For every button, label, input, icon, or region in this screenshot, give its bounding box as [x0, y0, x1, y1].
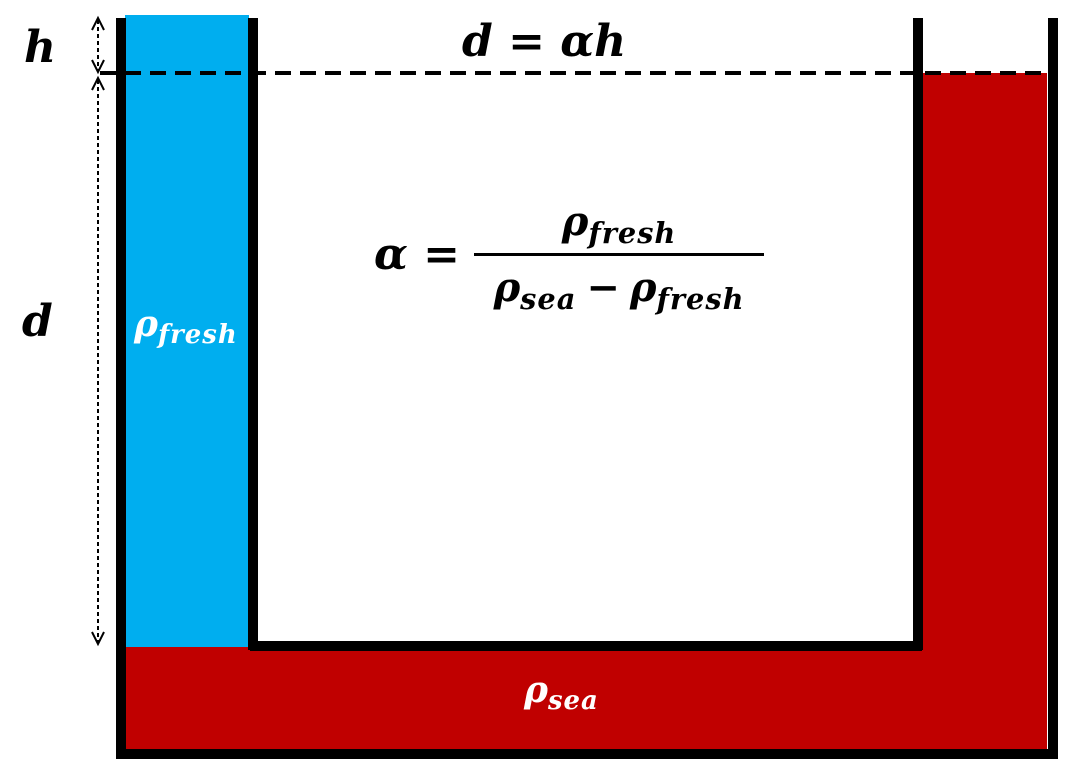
- d-dimension-arrow: [91, 75, 105, 647]
- fresh-subscript: fresh: [656, 282, 745, 317]
- sea-water-bottom: [125, 645, 1047, 753]
- fresh-water-column: [125, 15, 249, 647]
- rho-symbol: ρ: [493, 264, 521, 311]
- fresh-subscript: fresh: [157, 320, 238, 351]
- rho-symbol: ρ: [561, 198, 589, 245]
- alpha-fraction: ρfresh ρsea−ρfresh: [474, 198, 765, 316]
- fraction-denominator: ρsea−ρfresh: [490, 256, 749, 316]
- alpha-lhs: α =: [374, 229, 461, 280]
- alpha-formula: α = ρfresh ρsea−ρfresh: [374, 198, 765, 316]
- rho-symbol: ρ: [629, 264, 657, 311]
- sea-density-label: ρsea: [524, 669, 599, 714]
- minus-sign: −: [586, 264, 620, 311]
- h-label: h: [24, 22, 56, 73]
- top-equation: d = αh: [462, 16, 627, 67]
- h-dimension-arrow: [91, 15, 105, 75]
- sea-subscript: sea: [520, 282, 577, 317]
- fresh-subscript: fresh: [588, 216, 677, 251]
- rho-symbol: ρ: [134, 303, 158, 345]
- sea-water-right-column: [922, 73, 1047, 648]
- fresh-density-label: ρfresh: [134, 303, 238, 348]
- fraction-bar: [474, 253, 765, 256]
- sea-subscript: sea: [547, 686, 599, 717]
- fraction-numerator: ρfresh: [554, 198, 685, 253]
- d-label: d: [22, 296, 53, 347]
- rho-symbol: ρ: [524, 669, 548, 711]
